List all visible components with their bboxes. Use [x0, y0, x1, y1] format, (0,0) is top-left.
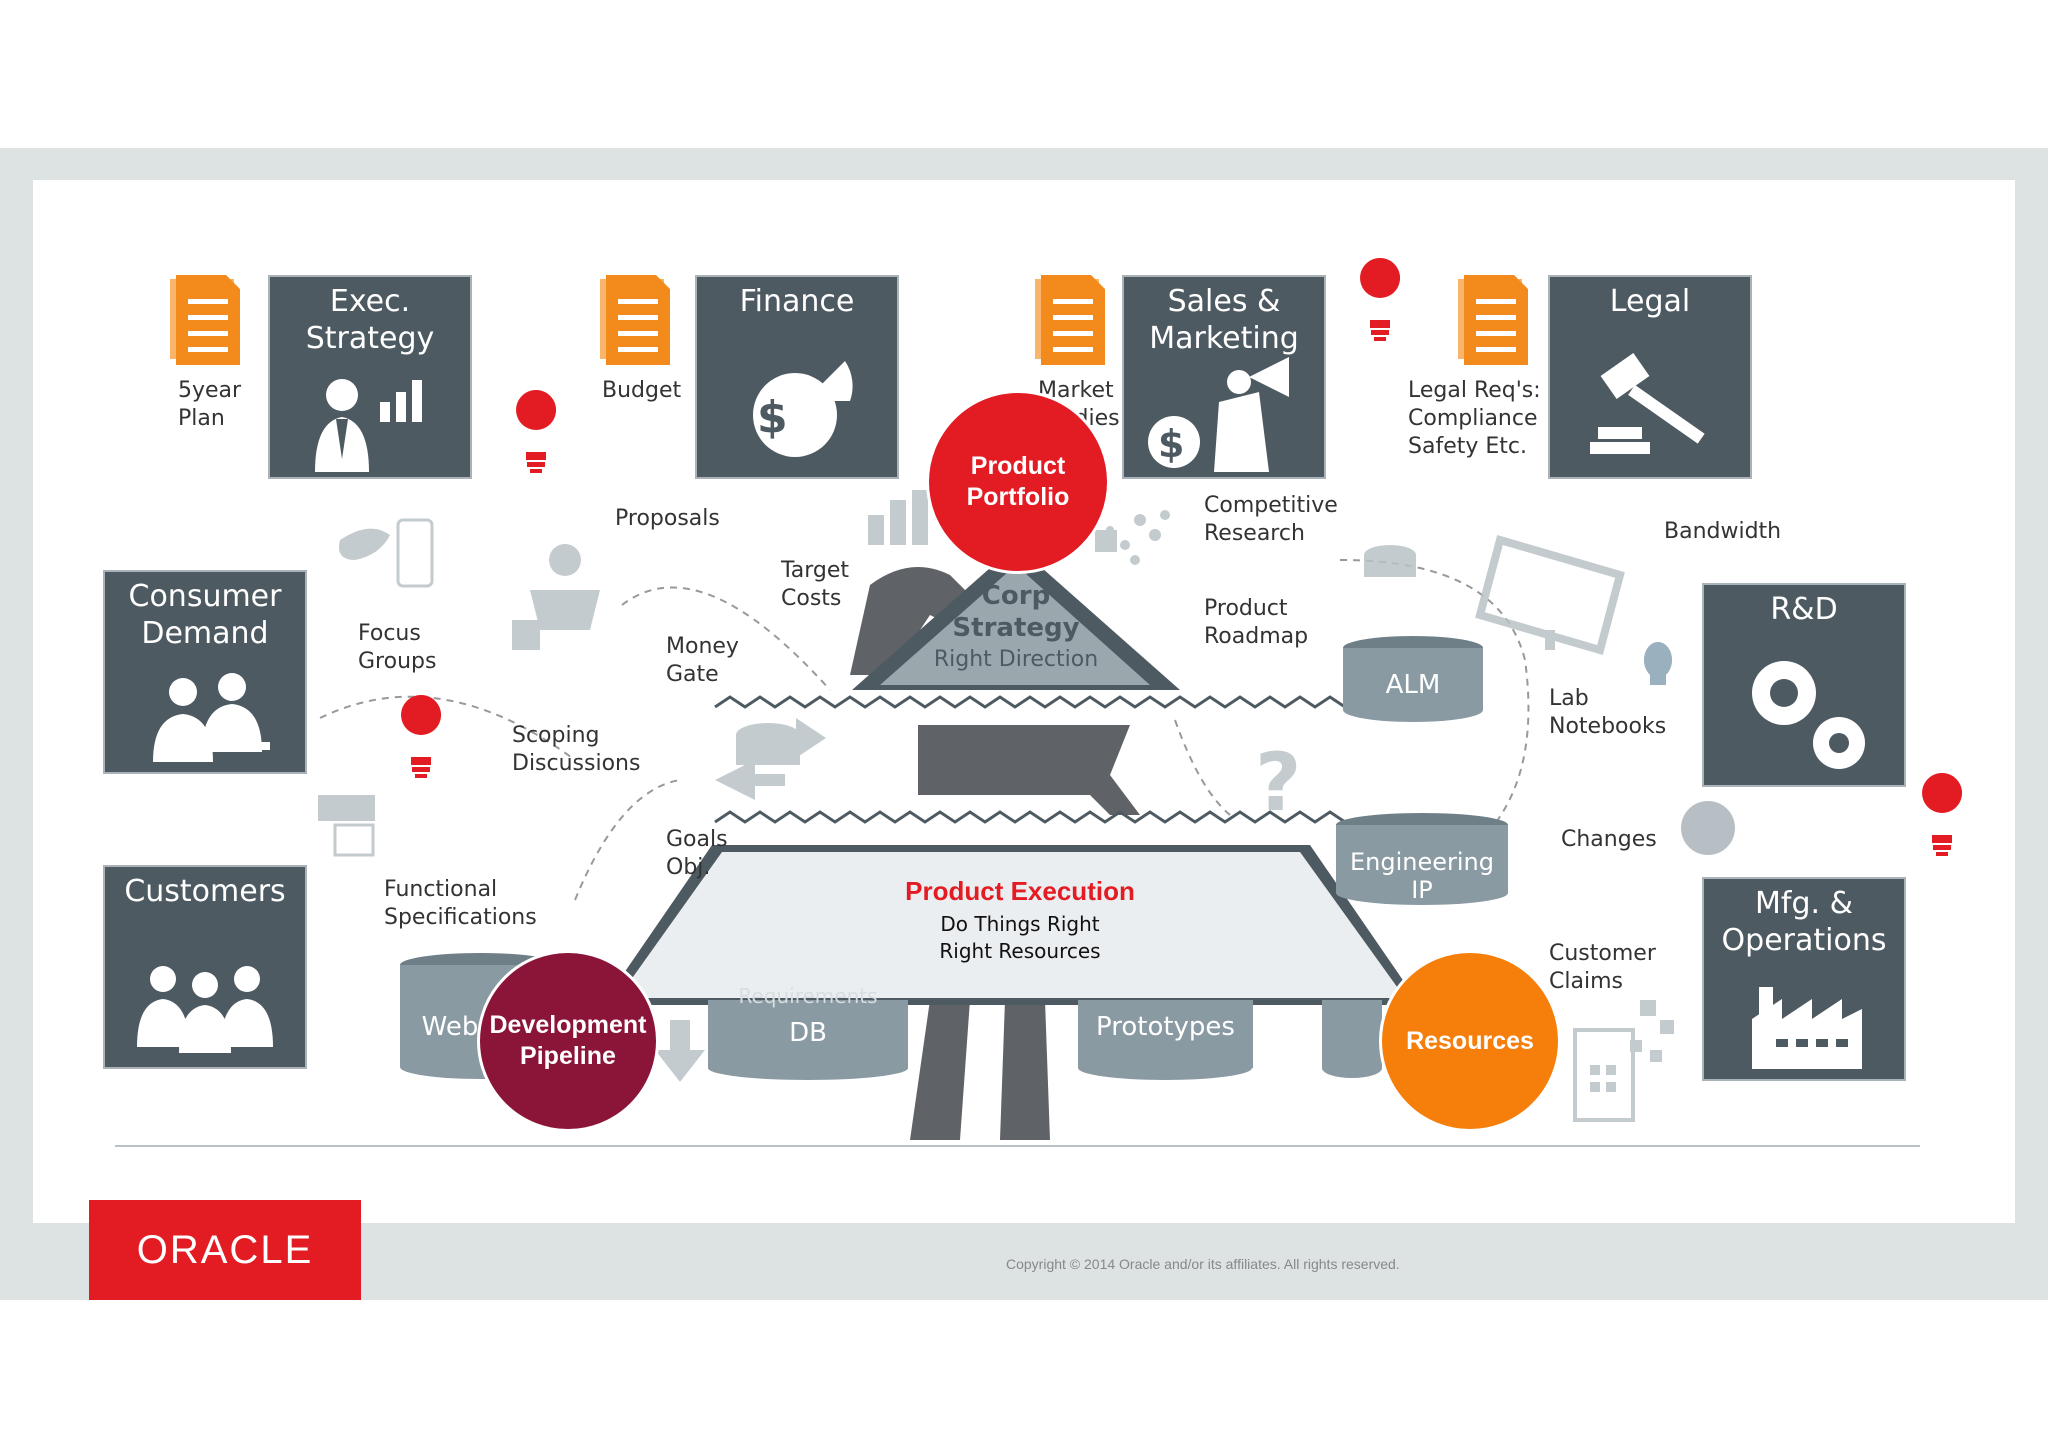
- customer-claims-label: Customer Claims: [1549, 941, 1656, 994]
- gears-icon: [1752, 661, 1865, 769]
- proposals-label: Proposals: [615, 506, 720, 531]
- lightbulb-icon: [401, 695, 442, 778]
- lightbulb-icon: [1360, 258, 1401, 341]
- finance-title: Finance: [739, 284, 855, 319]
- focus-groups-label: Focus Groups: [358, 621, 437, 674]
- lab-notebooks-label: Lab Notebooks: [1549, 686, 1667, 739]
- people-group-icon: [137, 966, 273, 1053]
- competitive-research-label: Competitive Research: [1204, 493, 1338, 546]
- product-execution-line1: Do Things Right: [940, 912, 1100, 936]
- gavel-icon: [1590, 353, 1705, 454]
- consumers-icon: [153, 673, 270, 762]
- document-icon: [170, 275, 240, 365]
- customers-box: Customers: [103, 865, 307, 1069]
- web-cylinder-label: Web: [421, 1012, 479, 1042]
- svg-text:$: $: [757, 392, 788, 443]
- resources-circle: Resources: [1379, 950, 1561, 1132]
- five-year-plan-label: 5year Plan: [178, 378, 242, 431]
- legal-requirements-label: Legal Req's: Compliance Safety Etc.: [1408, 378, 1541, 459]
- money-pie-icon: $: [753, 361, 853, 457]
- target-costs-label: Target Costs: [781, 558, 850, 611]
- document-icon: [1458, 275, 1528, 365]
- product-roadmap-label: Product Roadmap: [1204, 596, 1309, 649]
- exec-strategy-title: Exec. Strategy: [305, 284, 435, 356]
- legal-title: Legal: [1609, 284, 1691, 319]
- functional-specifications-label: Functional Specifications: [384, 877, 537, 930]
- lightbulb-icon: [1922, 773, 1963, 856]
- sales-marketing-box: Sales & Marketing $: [1122, 275, 1326, 479]
- finance-box: Finance $: [695, 275, 899, 479]
- product-execution-title: Product Execution: [905, 876, 1135, 906]
- copyright-text: Copyright © 2014 Oracle and/or its affil…: [1006, 1256, 1400, 1272]
- bandwidth-label: Bandwidth: [1664, 519, 1782, 544]
- megaphone-icon: $: [1148, 357, 1289, 472]
- document-icon: [600, 275, 670, 365]
- changes-label: Changes: [1561, 827, 1657, 852]
- legal-box: Legal: [1548, 275, 1752, 479]
- db-cylinder-label: DB: [789, 1018, 827, 1048]
- consumer-demand-box: Consumer Demand: [103, 570, 307, 774]
- corp-strategy-subtitle: Right Direction: [933, 647, 1099, 672]
- alm-cylinder-label: ALM: [1385, 670, 1441, 700]
- factory-icon: [1752, 987, 1862, 1069]
- product-execution-line2: Right Resources: [939, 939, 1101, 963]
- executive-chart-icon: [315, 379, 422, 472]
- lightbulb-icon: [516, 390, 557, 473]
- document-icon: [1035, 275, 1105, 365]
- requirements-cylinder-label: Requirements: [738, 984, 878, 1008]
- mfg-operations-title: Mfg. & Operations: [1721, 886, 1887, 958]
- prototypes-cylinder-label: Prototypes: [1096, 1012, 1235, 1042]
- consumer-demand-title: Consumer Demand: [128, 579, 282, 651]
- corp-strategy-title: Corp Strategy: [952, 581, 1080, 643]
- budget-label: Budget: [602, 378, 682, 403]
- money-gate-label: Money Gate: [666, 634, 739, 687]
- rnd-title: R&D: [1770, 592, 1838, 627]
- exec-strategy-box: Exec. Strategy: [268, 275, 472, 479]
- svg-text:?: ?: [1255, 736, 1301, 829]
- development-pipeline-circle: Development Pipeline: [477, 950, 659, 1132]
- svg-text:$: $: [1158, 422, 1184, 466]
- product-portfolio-circle: Product Portfolio: [926, 390, 1110, 574]
- scoping-discussions-label: Scoping Discussions: [512, 723, 641, 776]
- oracle-logo: ORACLE: [89, 1200, 361, 1300]
- customers-title: Customers: [124, 874, 286, 909]
- rnd-box: R&D: [1702, 583, 1906, 787]
- goals-objectives-label: Goals Obj.: [666, 827, 728, 880]
- mfg-operations-box: Mfg. & Operations: [1702, 877, 1906, 1081]
- engineering-ip-cylinder-label: Engineering IP: [1350, 848, 1494, 904]
- sales-marketing-title: Sales & Marketing: [1149, 284, 1299, 356]
